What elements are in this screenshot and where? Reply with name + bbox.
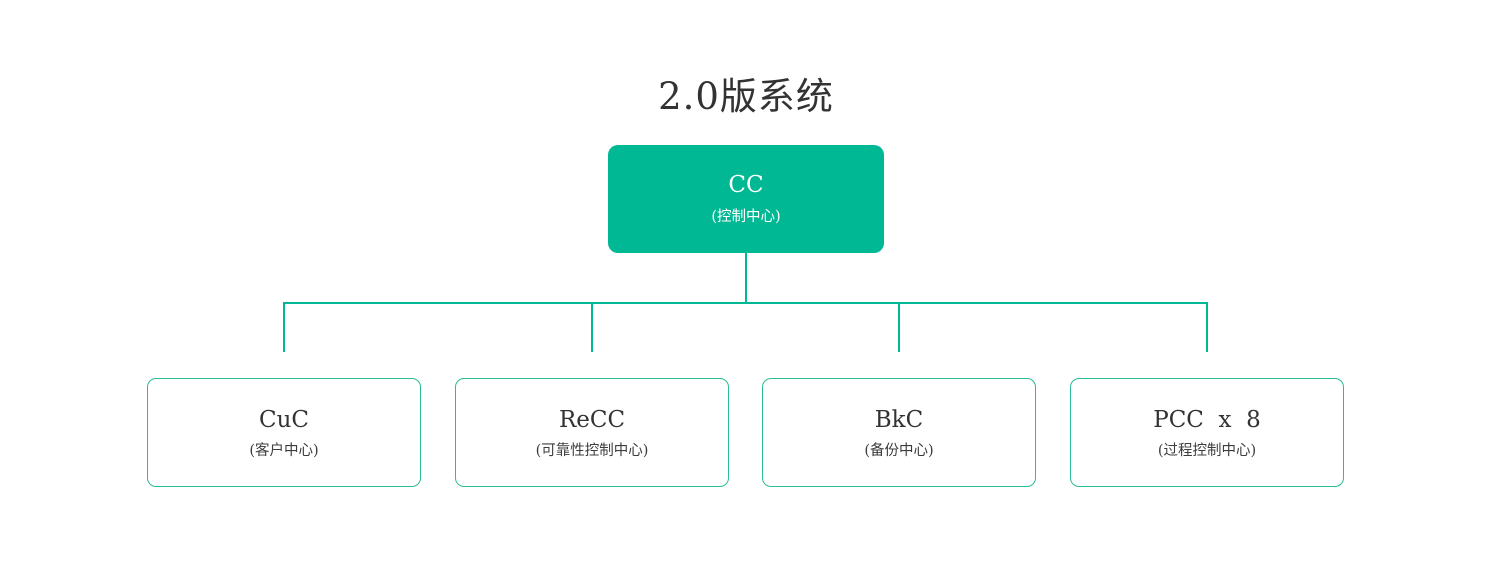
node-recc: ReCC (可靠性控制中心): [455, 378, 729, 487]
node-pcc: PCC x 8 (过程控制中心): [1070, 378, 1344, 487]
node-cuc: CuC (客户中心): [147, 378, 421, 487]
node-label: CC: [728, 172, 764, 198]
node-bkc: BkC (备份中心): [762, 378, 1036, 487]
connector-drop-pcc: [1206, 302, 1208, 352]
node-label: ReCC: [558, 407, 626, 433]
node-sublabel: (控制中心): [711, 209, 781, 225]
node-sublabel: (过程控制中心): [1157, 443, 1257, 459]
node-label: PCC x 8: [1153, 407, 1261, 433]
node-label: CuC: [258, 407, 309, 433]
connector-drop-bkc: [898, 302, 900, 352]
connector-horizontal-bar: [283, 302, 1208, 304]
node-sublabel: (备份中心): [864, 443, 934, 459]
node-label: BkC: [874, 407, 924, 433]
node-cc: CC (控制中心): [608, 145, 884, 253]
connector-drop-cuc: [283, 302, 285, 352]
chart-title: 2.0版系统: [658, 75, 834, 118]
node-sublabel: (可靠性控制中心): [535, 443, 649, 459]
connector-drop-recc: [591, 302, 593, 352]
node-sublabel: (客户中心): [249, 443, 319, 459]
connector-root-drop: [745, 252, 747, 303]
